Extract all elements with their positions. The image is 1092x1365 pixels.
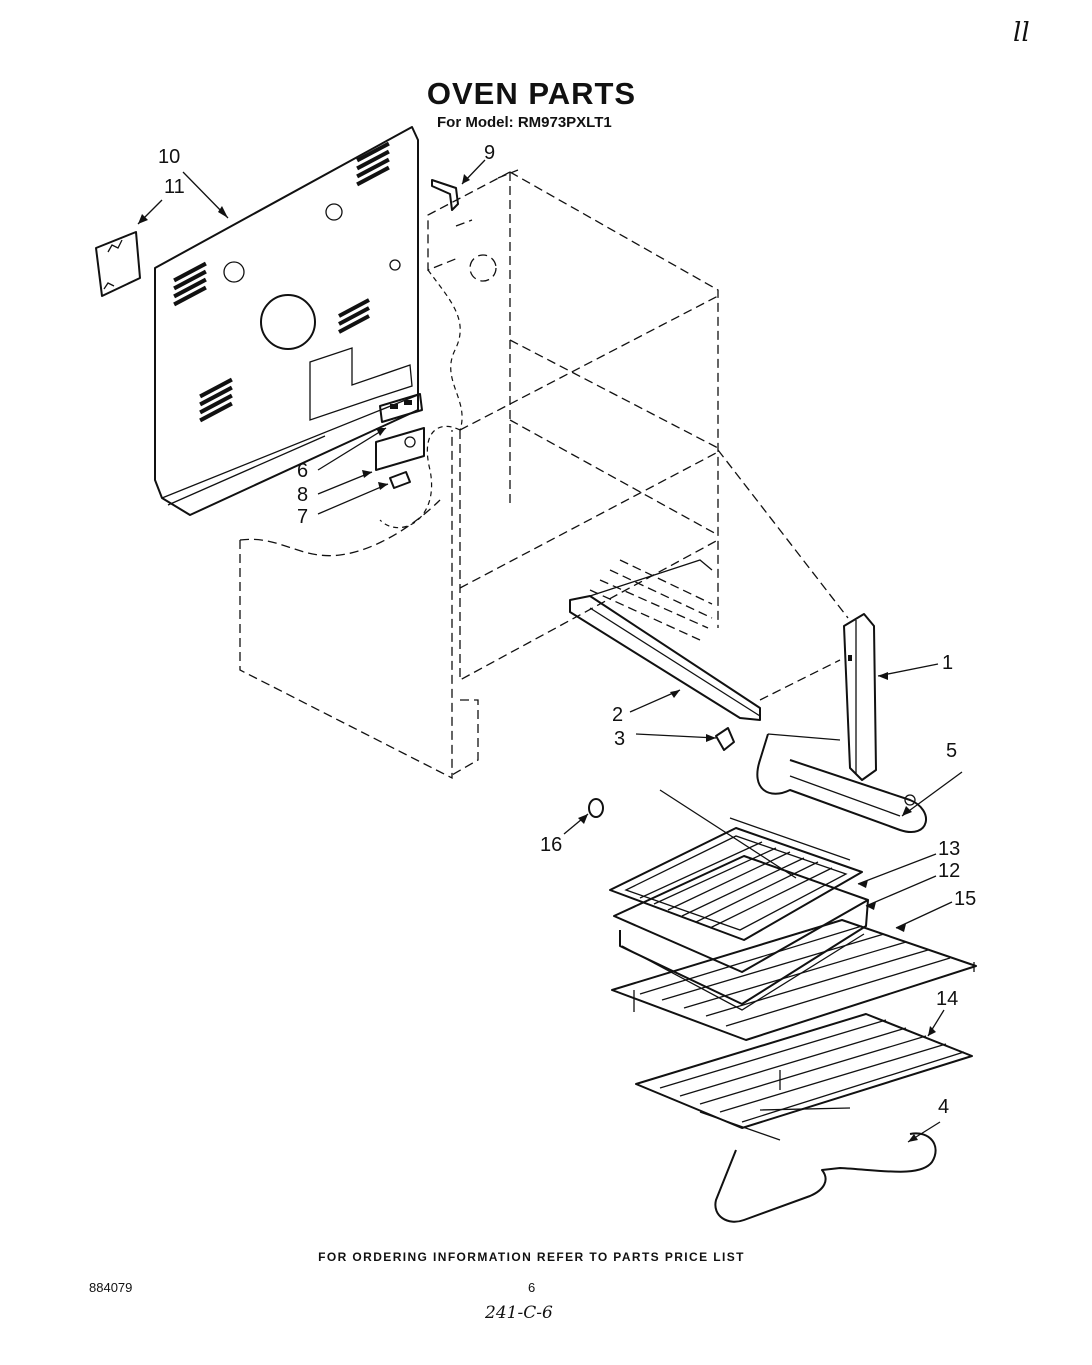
page-number: 6 (528, 1280, 536, 1295)
callout-1: 1 (942, 652, 954, 674)
callout-11: 11 (164, 176, 185, 198)
corner-mark: ll (1013, 18, 1030, 48)
oven-cavity-outline (239, 169, 849, 780)
callout-6: 6 (297, 460, 309, 482)
bracket-part-3 (715, 727, 735, 751)
callout-16: 16 (540, 834, 563, 856)
frame-rail-part-2 (569, 559, 761, 721)
callout-13: 13 (938, 838, 961, 860)
broiler-grid-part-13 (609, 789, 863, 941)
handwritten-note: 241-C-6 (485, 1303, 553, 1323)
oven-rack-part-14 (635, 1013, 973, 1129)
rear-panel-part-10 (154, 126, 419, 516)
callout-10: 10 (158, 146, 181, 168)
bake-element-part-4 (699, 1107, 937, 1223)
callout-15: 15 (954, 888, 977, 910)
page-title: OVEN PARTS (426, 76, 637, 111)
callout-8: 8 (297, 484, 309, 506)
callout-9: 9 (484, 142, 496, 164)
leader-arrowheads (138, 174, 936, 1142)
document-number: 884079 (89, 1280, 133, 1295)
broiler-pan-part-12 (613, 855, 869, 1011)
clip-part-9 (431, 179, 459, 211)
switch-part-8 (375, 427, 425, 471)
gasket-plate-part-11 (95, 231, 141, 297)
model-line: For Model: RM973PXLT1 (437, 114, 612, 131)
oven-rack-part-15 (611, 919, 977, 1041)
callout-4: 4 (938, 1096, 950, 1118)
leader-lines (137, 159, 963, 1143)
plug-part-16 (588, 798, 604, 818)
clip-part-7 (389, 471, 411, 489)
callout-2: 2 (612, 704, 624, 726)
callout-3: 3 (614, 728, 626, 750)
callout-14: 14 (936, 988, 959, 1010)
ordering-note: FOR ORDERING INFORMATION REFER TO PARTS … (318, 1250, 745, 1264)
side-trim-part-1 (843, 613, 877, 781)
callout-5: 5 (946, 740, 958, 762)
bracket-part-6 (379, 393, 423, 423)
callout-12: 12 (938, 860, 961, 882)
callout-7: 7 (297, 506, 309, 528)
broil-element-part-5 (756, 733, 927, 833)
